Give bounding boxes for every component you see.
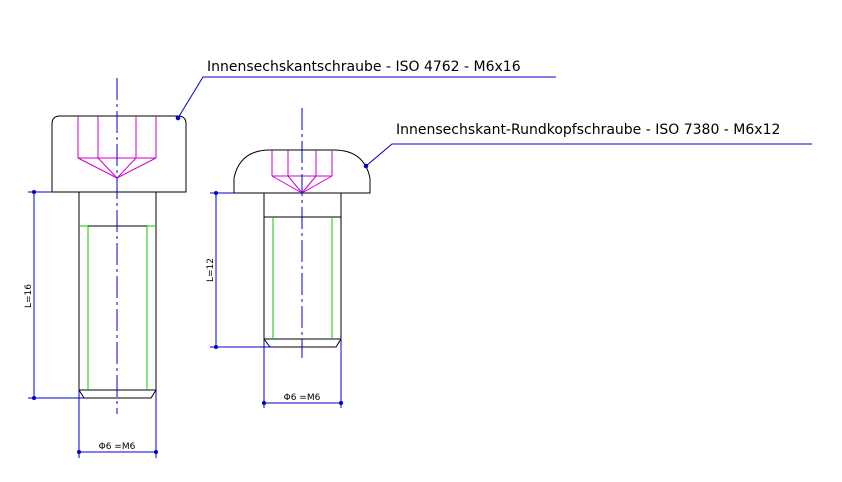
screw1-length-dimension xyxy=(28,190,84,400)
screw1-diameter-label: Φ6 =M6 xyxy=(99,442,136,452)
screw2-leader xyxy=(363,143,812,169)
screw1-label: Innensechskantschraube - ISO 4762 - M6x1… xyxy=(207,59,521,75)
screw2-head-outline xyxy=(233,149,371,194)
screw1-shank-outline xyxy=(78,192,157,399)
screw2-label: Innensechskant-Rundkopfschraube - ISO 73… xyxy=(396,122,780,138)
screw1-thread-lines xyxy=(79,225,156,390)
screw-iso7380: L=12 Φ6 =M6 Innensechskant-Rundkopfschra… xyxy=(206,108,812,408)
screw1-length-label: L=16 xyxy=(24,284,34,308)
screw1-leader xyxy=(175,76,556,121)
screw2-diameter-dimension xyxy=(262,339,343,408)
screw2-length-dimension xyxy=(210,191,270,349)
screw2-thread-lines xyxy=(272,217,333,339)
screw2-diameter-label: Φ6 =M6 xyxy=(284,393,321,403)
screw1-head-outline xyxy=(51,115,187,193)
screw2-length-label: L=12 xyxy=(206,258,216,282)
screw1-diameter-dimension xyxy=(77,390,158,458)
screw2-shank-outline xyxy=(263,193,342,348)
screw2-hex-socket xyxy=(271,150,333,194)
screw-iso4762: L=16 Φ6 =M6 Innensechskantschraube - ISO… xyxy=(24,59,556,458)
